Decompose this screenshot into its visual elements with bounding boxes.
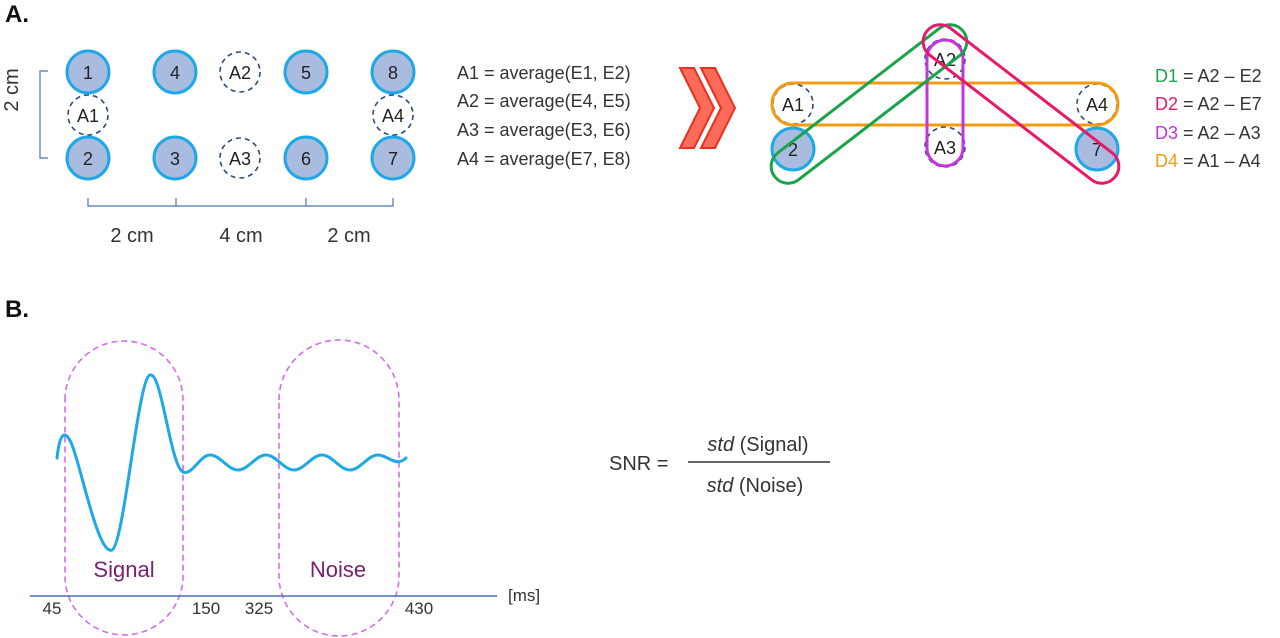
derivation-d3: D3 = A2 – A3 — [1155, 123, 1261, 143]
loop-d4-a1-a4 — [770, 81, 1120, 127]
tick-label-150: 150 — [192, 599, 220, 618]
svg-text:A4: A4 — [382, 106, 404, 126]
svg-text:A3: A3 — [934, 138, 956, 158]
eeg-waveform — [55, 373, 408, 552]
electrode-2: 2 — [65, 135, 111, 181]
svg-text:8: 8 — [388, 63, 398, 83]
equation-a3: A3 = average(E3, E6) — [457, 120, 631, 140]
derivation-d1: D1 = A2 – E2 — [1155, 66, 1262, 86]
node-electrode-7: 7 — [1074, 126, 1120, 172]
svg-text:7: 7 — [1092, 140, 1102, 160]
svg-text:A1: A1 — [77, 106, 99, 126]
dimension-label-left: 2 cm — [110, 225, 153, 247]
node-electrode-2: 2 — [770, 126, 816, 172]
panel-a-label: A. — [5, 1, 29, 28]
double-chevron-arrow-icon — [678, 67, 737, 149]
derivation-d4: D4 = A1 – A4 — [1155, 151, 1261, 171]
loop-d3-a2-a3 — [925, 38, 965, 168]
derivation-d2: D2 = A2 – E7 — [1155, 94, 1262, 114]
panel-b-label: B. — [5, 296, 29, 323]
svg-text:5: 5 — [301, 63, 311, 83]
vertical-dimension-bracket — [39, 70, 48, 159]
bottom-dimension-bracket — [87, 198, 394, 207]
virtual-electrode-a1: A1 — [67, 94, 109, 136]
node-virtual-a2: A2 — [924, 38, 966, 80]
loop-d2-a2-e7 — [921, 23, 1121, 185]
signal-window — [64, 340, 184, 636]
virtual-electrode-a2: A2 — [219, 51, 261, 93]
loop-d1-a2-e2 — [769, 23, 969, 185]
tick-label-325: 325 — [245, 599, 273, 618]
vertical-dimension-label: 2 cm — [1, 68, 23, 111]
electrode-1: 1 — [65, 49, 111, 95]
equation-a2: A2 = average(E4, E5) — [457, 91, 631, 111]
svg-text:A3: A3 — [229, 149, 251, 169]
electrode-8: 8 — [370, 49, 416, 95]
electrode-6: 6 — [283, 135, 329, 181]
node-virtual-a3: A3 — [924, 126, 966, 168]
snr-lhs: SNR = — [609, 453, 668, 475]
svg-text:1: 1 — [83, 63, 93, 83]
dimension-label-middle: 4 cm — [219, 225, 262, 247]
svg-text:2: 2 — [83, 149, 93, 169]
svg-text:A2: A2 — [934, 50, 956, 70]
electrode-7: 7 — [370, 135, 416, 181]
tick-label-45: 45 — [43, 599, 62, 618]
svg-text:A2: A2 — [229, 63, 251, 83]
electrode-4: 4 — [152, 49, 198, 95]
svg-text:4: 4 — [170, 63, 180, 83]
svg-text:3: 3 — [170, 149, 180, 169]
snr-denominator: std (Noise) — [707, 475, 804, 497]
svg-text:7: 7 — [388, 149, 398, 169]
svg-text:6: 6 — [301, 149, 311, 169]
equation-a4: A4 = average(E7, E8) — [457, 149, 631, 169]
electrode-5: 5 — [283, 49, 329, 95]
dimension-label-right: 2 cm — [327, 225, 370, 247]
svg-text:A1: A1 — [782, 95, 804, 115]
signal-label: Signal — [93, 557, 154, 582]
electrode-3: 3 — [152, 135, 198, 181]
noise-window — [278, 339, 400, 637]
svg-text:A4: A4 — [1086, 95, 1108, 115]
axis-unit-label: [ms] — [508, 586, 540, 605]
svg-text:2: 2 — [788, 140, 798, 160]
equation-a1: A1 = average(E1, E2) — [457, 63, 631, 83]
snr-numerator: std (Signal) — [707, 434, 808, 456]
virtual-electrode-a3: A3 — [219, 137, 261, 179]
noise-label: Noise — [310, 557, 366, 582]
tick-label-430: 430 — [405, 599, 433, 618]
virtual-electrode-a4: A4 — [372, 94, 414, 136]
